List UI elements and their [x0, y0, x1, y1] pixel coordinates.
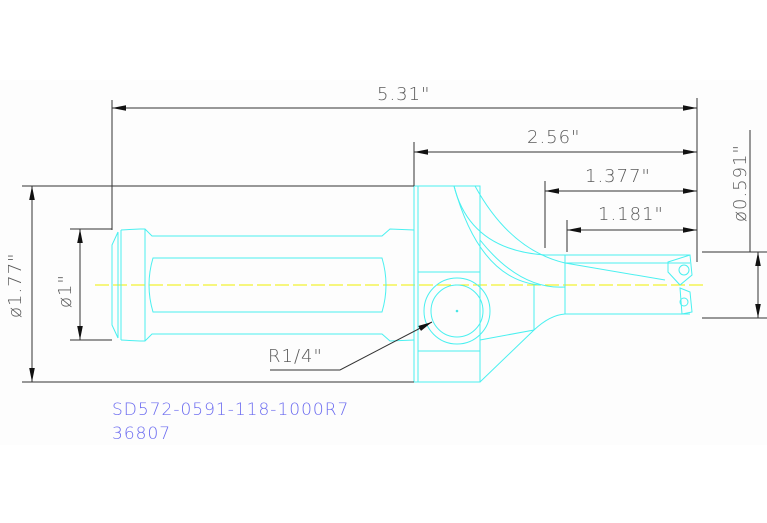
shank-outline — [111, 228, 415, 342]
dim-diameter-1: ø1" — [55, 274, 76, 308]
dim-head-length: 2.56" — [527, 127, 580, 148]
dim-diameter-177: ø1.77" — [5, 253, 26, 318]
dim-1377: 1.377" — [585, 166, 651, 187]
dim-diameter-0591: ø0.591" — [730, 144, 751, 222]
flute-outline — [453, 185, 693, 383]
dim-radius: R1/4" — [268, 346, 323, 367]
dim-overall-length: 5.31" — [377, 84, 430, 105]
dimension-lines — [22, 98, 767, 383]
dim-1181: 1.181" — [598, 204, 664, 225]
item-number: 36807 — [112, 424, 172, 444]
part-number: SD572-0591-118-1000R7 — [112, 400, 350, 420]
head-outline — [413, 185, 491, 383]
